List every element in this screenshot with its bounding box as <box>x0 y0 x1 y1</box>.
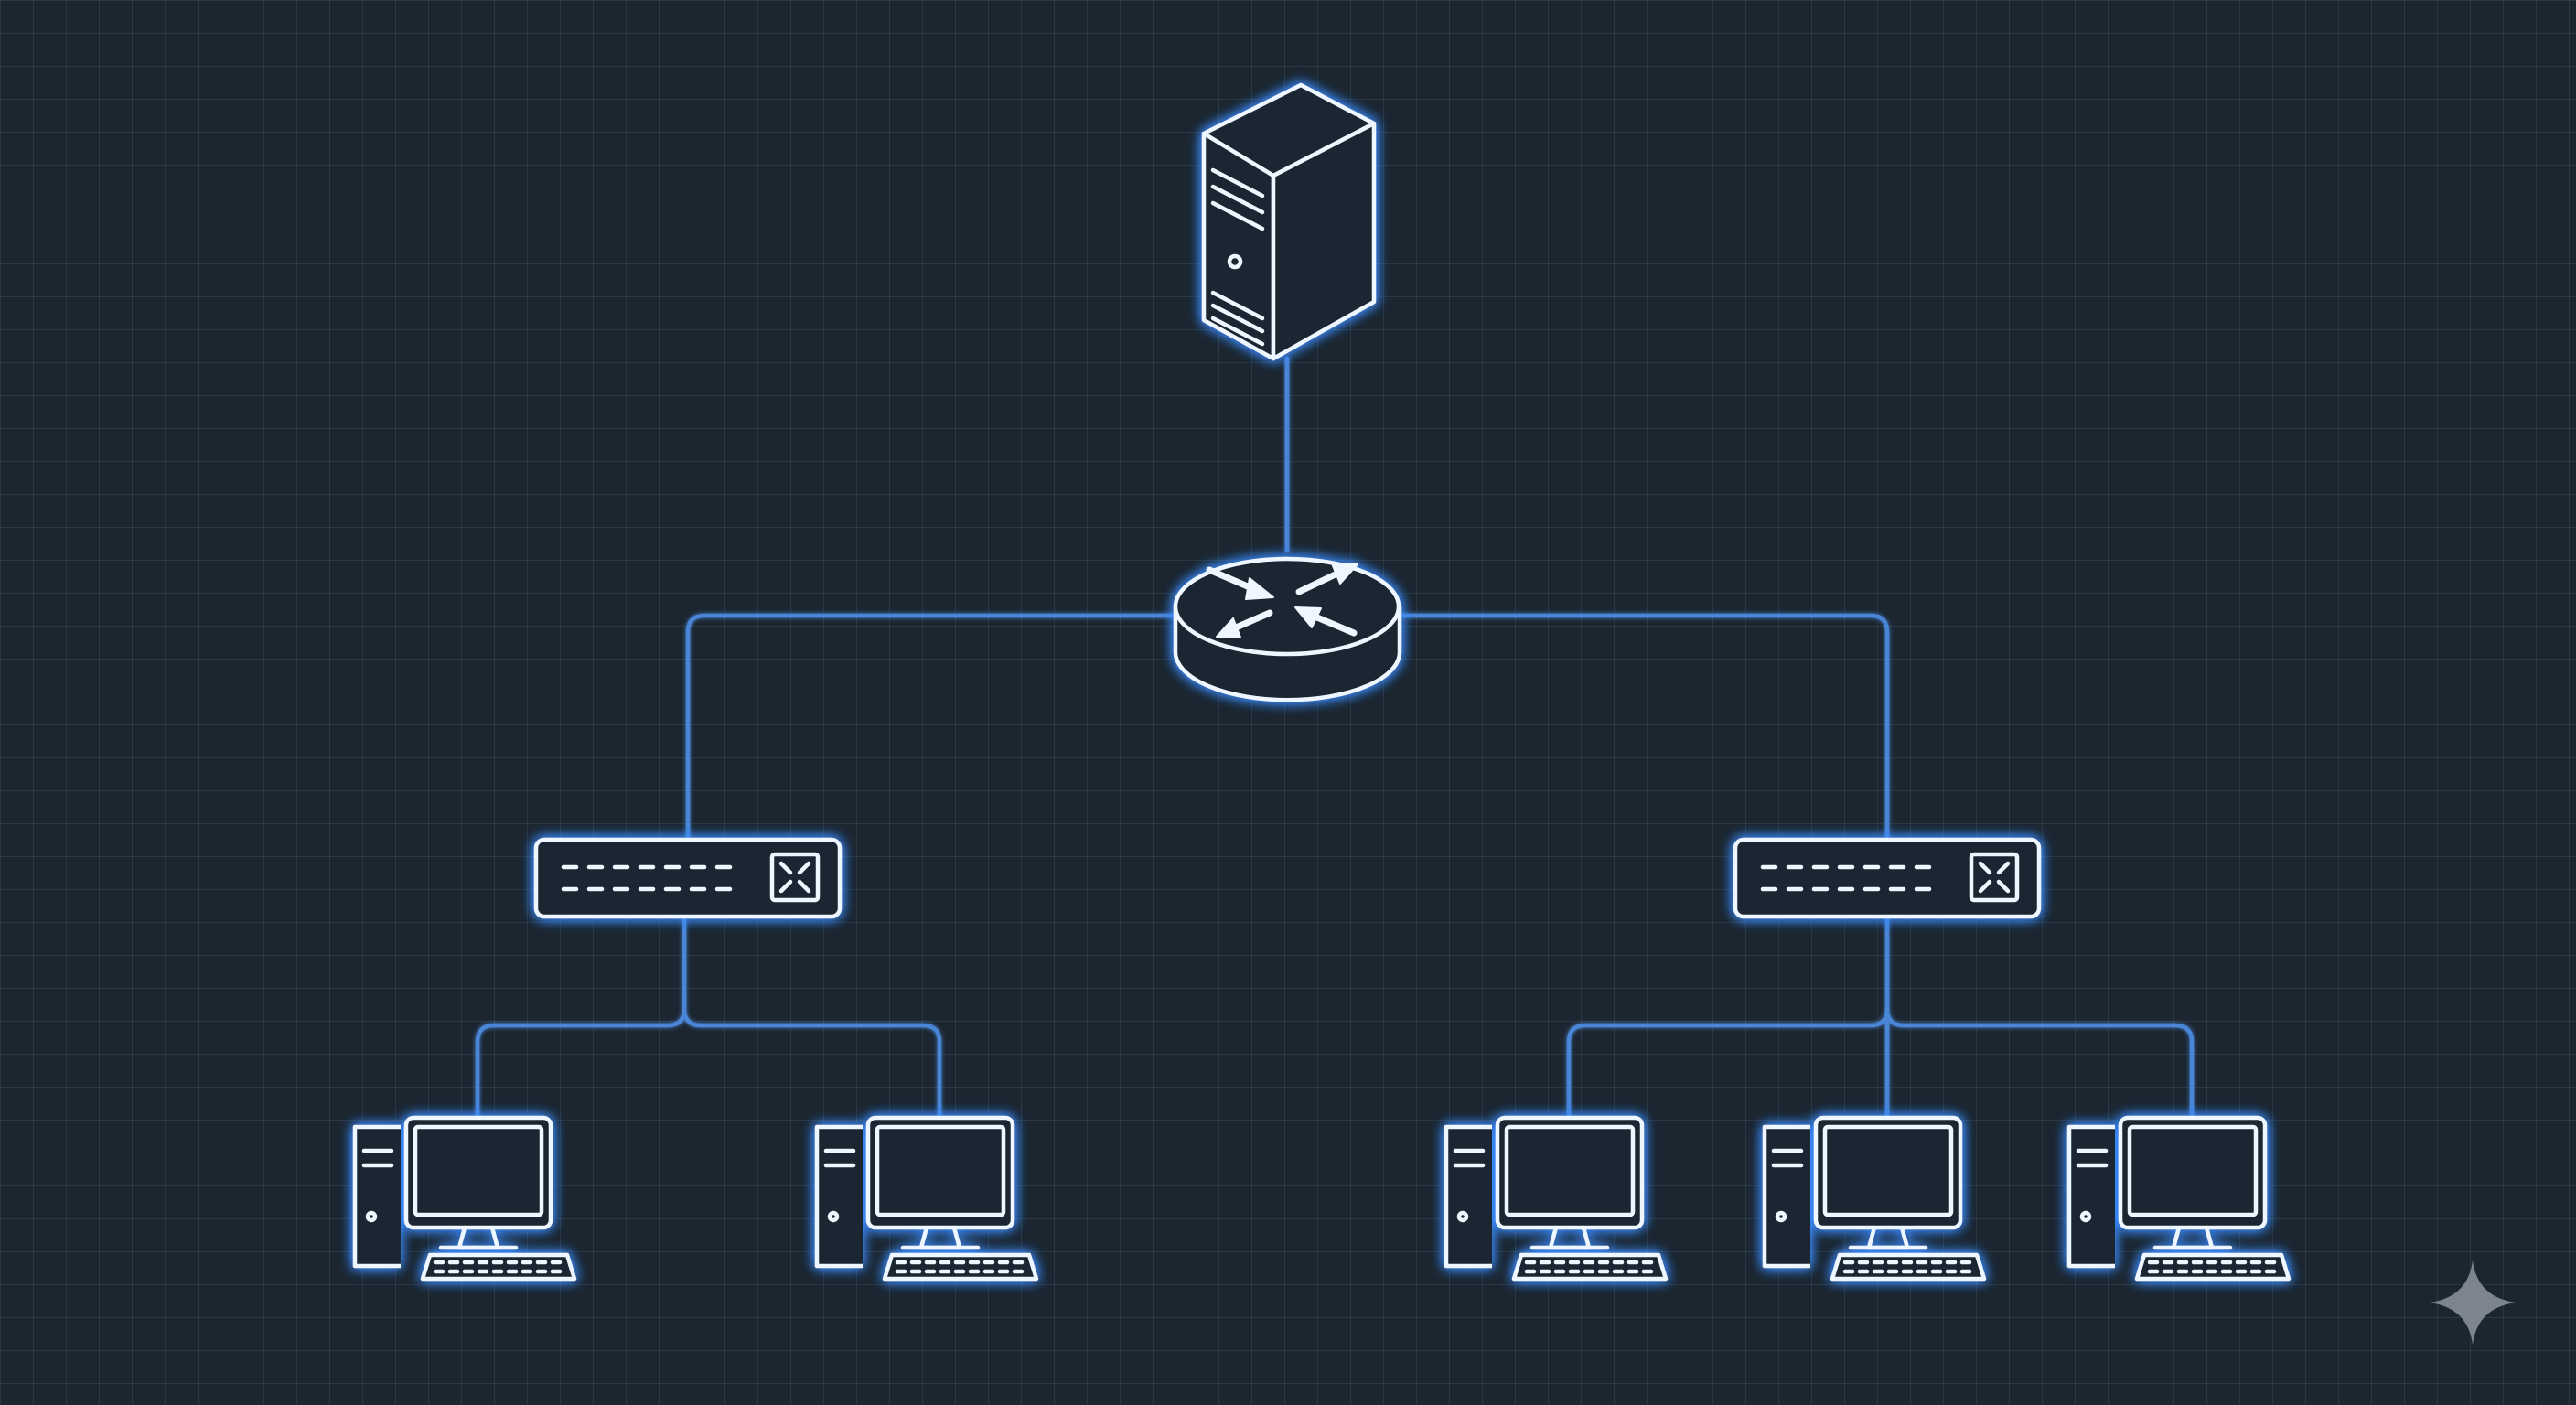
link-switch-left-pc-2 <box>682 1006 942 1119</box>
sparkle-icon <box>2430 1260 2516 1345</box>
server-node[interactable] <box>1201 82 1377 361</box>
link-router-switch-left <box>685 613 1178 842</box>
link-switch-right-pc-3 <box>1566 914 1890 1119</box>
link-router-switch-right <box>1395 613 1890 842</box>
desktop-computer-icon <box>2066 1115 2292 1282</box>
pc-5-node[interactable] <box>2066 1115 2292 1282</box>
switch-icon <box>533 837 843 919</box>
router-icon <box>1173 556 1402 702</box>
desktop-computer-icon <box>814 1115 1039 1282</box>
pc-3-node[interactable] <box>1444 1115 1669 1282</box>
pc-1-node[interactable] <box>352 1115 577 1282</box>
router-arrows-icon <box>1206 563 1358 638</box>
pc-4-node[interactable] <box>1762 1115 1987 1282</box>
link-switch-left-pc-1 <box>475 914 687 1119</box>
desktop-computer-icon <box>1444 1115 1669 1282</box>
desktop-computer-icon <box>1762 1115 1987 1282</box>
server-tower-icon <box>1201 82 1377 361</box>
switch-right-node[interactable] <box>1733 837 2042 919</box>
router-node[interactable] <box>1173 556 1402 702</box>
switch-icon <box>1733 837 2042 919</box>
pc-2-node[interactable] <box>814 1115 1039 1282</box>
switch-left-node[interactable] <box>533 837 843 919</box>
desktop-computer-icon <box>352 1115 577 1282</box>
link-switch-right-pc-5 <box>1884 1006 2195 1119</box>
